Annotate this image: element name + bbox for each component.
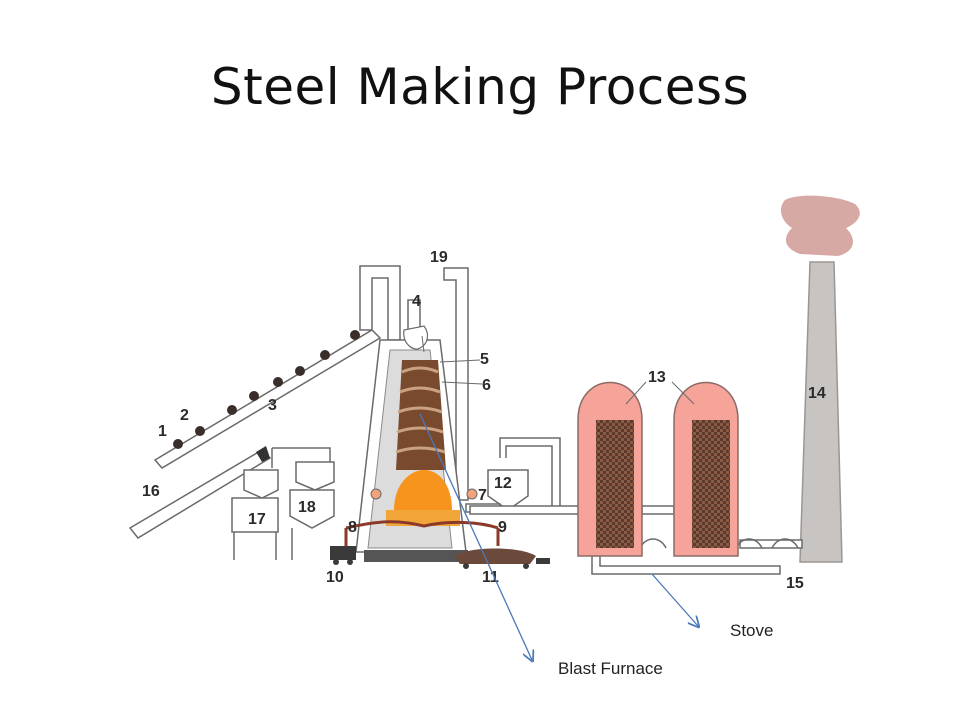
hoppers — [231, 447, 335, 560]
label-5: 5 — [480, 351, 489, 368]
stove-right — [673, 381, 739, 557]
label-14: 14 — [808, 385, 826, 402]
number-labels: 1 2 3 4 5 6 7 8 9 10 11 12 13 14 15 16 1… — [142, 249, 826, 592]
main-pipes — [469, 505, 803, 575]
label-17: 17 — [248, 511, 266, 528]
ladle-cars — [330, 546, 550, 569]
slide-title: Steel Making Process — [210, 58, 750, 116]
callout-arrows — [419, 413, 698, 660]
label-7: 7 — [478, 487, 487, 504]
blast-furnace-callout: Blast Furnace — [558, 659, 663, 678]
label-12: 12 — [494, 475, 512, 492]
label-8: 8 — [348, 519, 357, 536]
label-19: 19 — [430, 249, 448, 266]
label-16: 16 — [142, 483, 160, 500]
stove-left — [577, 381, 643, 557]
label-18: 18 — [298, 499, 316, 516]
upper-conveyor — [153, 329, 382, 469]
top-pipes — [359, 265, 469, 501]
label-6: 6 — [482, 377, 491, 394]
blast-furnace — [344, 325, 500, 562]
label-11: 11 — [482, 569, 499, 586]
stove-arrow — [651, 573, 698, 626]
label-4: 4 — [412, 293, 421, 310]
label-15: 15 — [786, 575, 804, 592]
stove-callout: Stove — [730, 621, 773, 640]
label-1: 1 — [158, 423, 167, 440]
lower-conveyor — [128, 446, 272, 539]
label-9: 9 — [498, 519, 507, 536]
smoke-cloud — [780, 195, 860, 256]
label-10: 10 — [326, 569, 344, 586]
label-3: 3 — [268, 397, 277, 414]
label-2: 2 — [180, 407, 189, 424]
label-13: 13 — [648, 369, 666, 386]
blast-furnace-arrow — [419, 413, 532, 660]
chimney — [780, 195, 860, 563]
leader-lines — [421, 335, 695, 405]
